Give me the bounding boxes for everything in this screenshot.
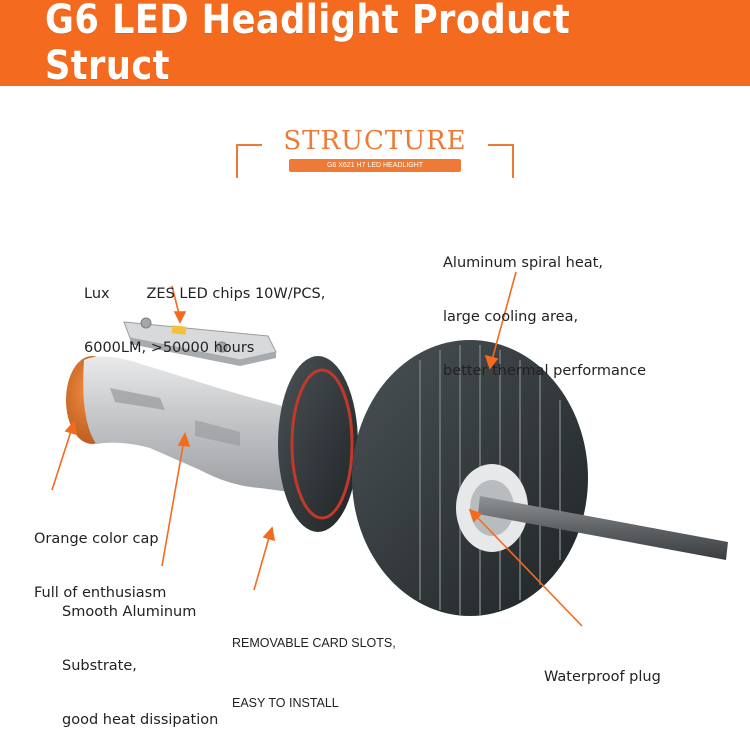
slots-label: REMOVABLE CARD SLOTS, EASY TO INSTALL <box>232 593 396 733</box>
structure-title: STRUCTURE <box>283 126 467 156</box>
heat-line-1: Aluminum spiral heat, <box>443 255 603 271</box>
cap-label: Orange color cap Full of enthusiasm <box>34 494 166 620</box>
substrate-line-1: Smooth Aluminum <box>62 604 197 620</box>
cap-line-1: Orange color cap <box>34 531 159 547</box>
slots-line-2: EASY TO INSTALL <box>232 696 339 710</box>
heat-line-3: better thermal performance <box>443 363 646 379</box>
heat-line-2: large cooling area, <box>443 309 579 325</box>
heatsink <box>352 340 588 616</box>
chips-label: Lux ZES LED chips 10W/PCS, 6000LM, >5000… <box>84 249 325 375</box>
bracket-right <box>488 144 514 178</box>
headlight-illustration <box>51 271 728 627</box>
plug-line-1: Waterproof plug <box>544 669 661 685</box>
chips-line-2: 6000LM, >50000 hours <box>84 340 255 356</box>
slots-line-1: REMOVABLE CARD SLOTS, <box>232 636 396 650</box>
mounting-flange <box>278 356 358 532</box>
chips-line-1: Lux ZES LED chips 10W/PCS, <box>84 286 326 302</box>
substrate-line-2: Substrate, <box>62 658 137 674</box>
structure-heading: STRUCTURE G6 X621 H7 LED HEADLIGHT <box>236 126 514 178</box>
substrate-label: Smooth Aluminum Substrate, good heat dis… <box>62 567 218 747</box>
cable <box>478 496 728 560</box>
bracket-left <box>236 144 262 178</box>
substrate-line-3: good heat dissipation <box>62 712 219 728</box>
aluminum-body <box>83 356 290 492</box>
page-title: G6 LED Headlight Product Struct <box>45 0 571 89</box>
structure-subtitle: G6 X621 H7 LED HEADLIGHT <box>289 159 461 172</box>
callout-arrows <box>51 271 583 627</box>
led-chip-plate <box>123 317 277 366</box>
plug-label: Waterproof plug <box>544 632 661 704</box>
header-banner: G6 LED Headlight Product Struct <box>0 0 750 89</box>
heat-label: Aluminum spiral heat, large cooling area… <box>443 218 646 398</box>
cap-line-2: Full of enthusiasm <box>34 585 167 601</box>
